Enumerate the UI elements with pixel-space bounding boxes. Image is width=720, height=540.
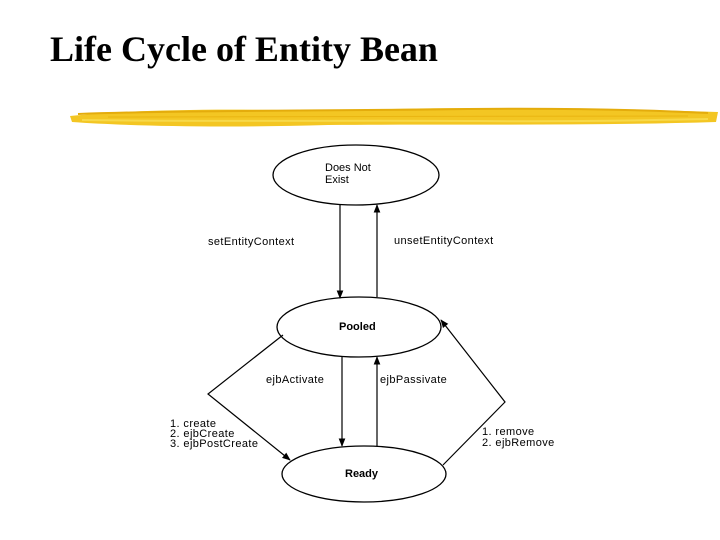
- label-create-step-3: 3. ejbPostCreate: [170, 438, 258, 450]
- state-pooled-label: Pooled: [339, 321, 376, 333]
- title-underline-brush: [70, 107, 718, 127]
- label-unset-entity-context: unsetEntityContext: [394, 235, 494, 247]
- state-pooled: Pooled: [276, 296, 442, 358]
- slide-title: Life Cycle of Entity Bean: [50, 29, 438, 69]
- state-does-not-exist-line2: Exist: [325, 174, 349, 186]
- label-create-step-1: 1. create: [170, 418, 216, 430]
- state-ready: Ready: [281, 445, 447, 503]
- state-does-not-exist: Does Not Exist: [272, 144, 440, 206]
- state-ready-label: Ready: [345, 468, 379, 480]
- edge-remove: [440, 319, 506, 466]
- label-create-step-2: 2. ejbCreate: [170, 428, 235, 440]
- edge-create: [207, 334, 291, 461]
- label-set-entity-context: setEntityContext: [208, 236, 295, 248]
- label-ejb-activate: ejbActivate: [266, 374, 324, 386]
- label-remove-step-2: 2. ejbRemove: [482, 437, 555, 449]
- state-does-not-exist-line1: Does Not: [325, 162, 371, 174]
- label-ejb-passivate: ejbPassivate: [380, 374, 447, 386]
- label-remove-step-1: 1. remove: [482, 426, 535, 438]
